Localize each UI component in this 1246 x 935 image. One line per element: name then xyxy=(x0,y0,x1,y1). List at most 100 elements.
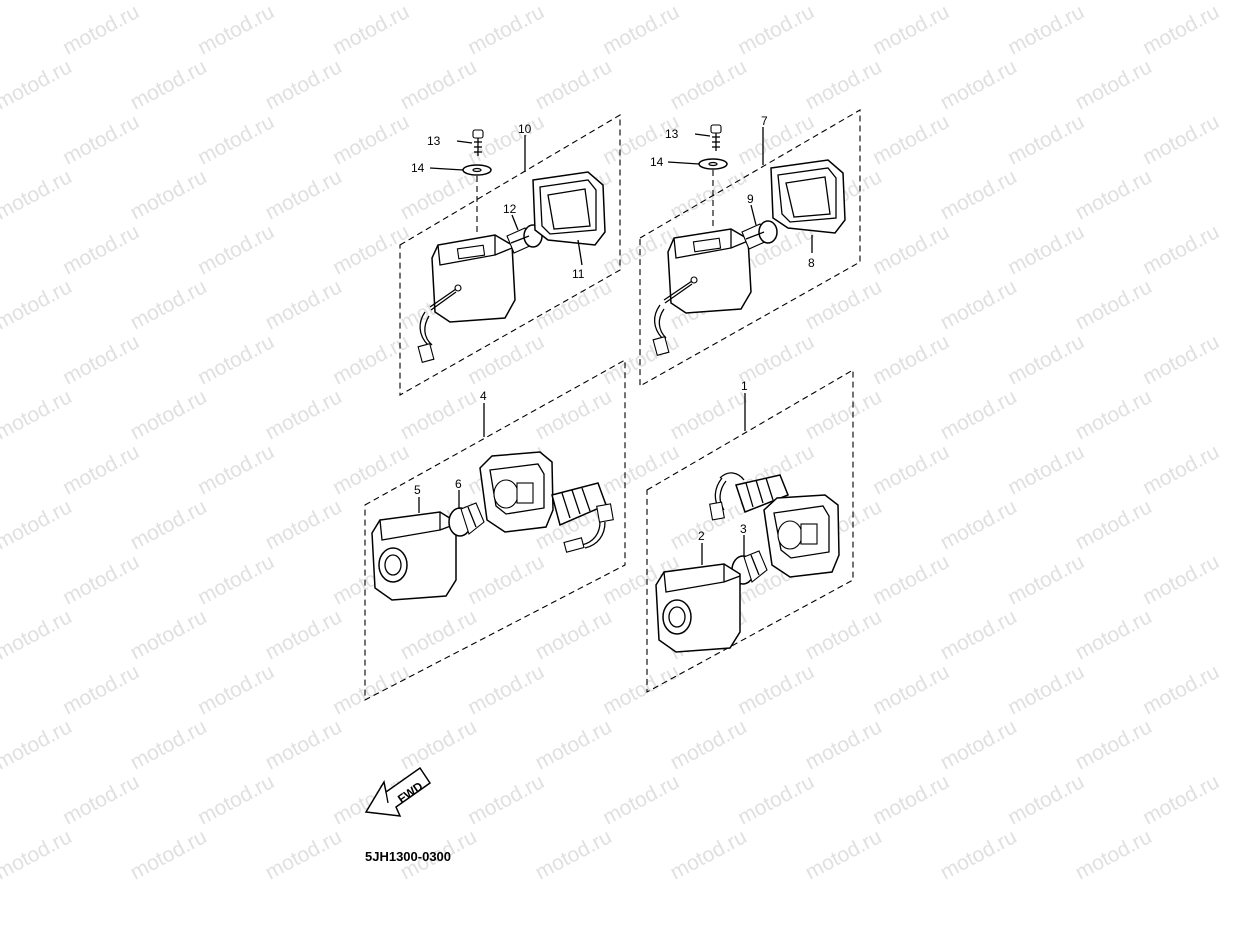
watermark-text: motod.ru xyxy=(599,770,683,829)
watermark-text: motod.ru xyxy=(127,275,211,334)
watermark-text: motod.ru xyxy=(532,825,616,884)
watermark-text: motod.ru xyxy=(127,825,211,884)
watermark-text: motod.ru xyxy=(1004,330,1088,389)
bulb-6 xyxy=(448,502,485,537)
watermark-text: motod.ru xyxy=(127,385,211,444)
watermark-text: motod.ru xyxy=(1072,385,1156,444)
callout-8: 8 xyxy=(808,256,815,270)
watermark-text: motod.ru xyxy=(1139,220,1223,279)
watermark-text: motod.ru xyxy=(329,220,413,279)
watermark-text: motod.ru xyxy=(734,660,818,719)
watermark-text: motod.ru xyxy=(599,440,683,499)
callout-1: 1 xyxy=(741,379,748,393)
watermark-text: motod.ru xyxy=(59,110,143,169)
watermark-text: motod.ru xyxy=(0,0,76,4)
watermark-text: motod.ru xyxy=(667,825,751,884)
watermark-text: motod.ru xyxy=(0,275,76,334)
assembly-10-boundary xyxy=(399,114,621,396)
watermark-text: motod.ru xyxy=(0,385,76,444)
callout-14-left: 14 xyxy=(411,161,425,175)
callout-14-right: 14 xyxy=(650,155,664,169)
assembly-1-group: 1 2 3 xyxy=(646,369,854,693)
bulb-9 xyxy=(741,220,778,250)
watermark-text: motod.ru xyxy=(262,715,346,774)
bolt-13 xyxy=(472,129,484,156)
callout-group-7: 13 14 7 9 8 xyxy=(650,114,815,270)
callout-group-10: 13 14 10 12 11 xyxy=(411,122,585,281)
watermark-text: motod.ru xyxy=(127,165,211,224)
watermark-text: motod.ru xyxy=(329,0,413,59)
watermark-text: motod.ru xyxy=(937,715,1021,774)
callout-4: 4 xyxy=(480,389,487,403)
assembly-4-group: 4 5 6 xyxy=(364,359,626,701)
watermark-text: motod.ru xyxy=(802,0,886,4)
watermark-text: motod.ru xyxy=(869,220,953,279)
watermark-text: motod.ru xyxy=(869,660,953,719)
watermark-text: motod.ru xyxy=(0,55,76,114)
watermark-text: motod.ru xyxy=(802,385,886,444)
watermark-text: motod.ru xyxy=(937,825,1021,884)
watermark-text: motod.ru xyxy=(59,550,143,609)
lens-2 xyxy=(655,563,741,653)
assembly-1-boundary xyxy=(646,369,854,693)
watermark-text: motod.ru xyxy=(464,770,548,829)
watermark-text: motod.ru xyxy=(1004,110,1088,169)
watermark-text: motod.ru xyxy=(1004,770,1088,829)
watermark-text: motod.ru xyxy=(397,605,481,664)
watermark-text: motod.ru xyxy=(194,550,278,609)
bolt-13 xyxy=(710,124,722,151)
watermark-text: motod.ru xyxy=(397,385,481,444)
watermark-text: motod.ru xyxy=(0,715,76,774)
watermark-text: motod.ru xyxy=(599,0,683,59)
watermark-text: motod.ru xyxy=(667,495,751,554)
washer-14 xyxy=(462,164,492,176)
watermark-text: motod.ru xyxy=(532,275,616,334)
watermark-text: motod.ru xyxy=(869,770,953,829)
lens-5 xyxy=(371,511,457,601)
callout-13-right: 13 xyxy=(665,127,679,141)
watermark-text: motod.ru xyxy=(869,550,953,609)
watermark-text: motod.ru xyxy=(194,440,278,499)
turn-signal-body xyxy=(431,234,516,323)
watermark-text: motod.ru xyxy=(1072,165,1156,224)
watermark-text: motod.ru xyxy=(1139,440,1223,499)
callout-9: 9 xyxy=(747,192,754,206)
watermark-text: motod.ru xyxy=(262,55,346,114)
watermark-text: motod.ru xyxy=(532,385,616,444)
watermark-text: motod.ru xyxy=(802,715,886,774)
callout-10: 10 xyxy=(518,122,532,136)
watermark-text: motod.ru xyxy=(194,220,278,279)
watermark-text: motod.ru xyxy=(194,330,278,389)
callout-11: 11 xyxy=(572,267,585,281)
watermark-text: motod.ru xyxy=(1139,770,1223,829)
watermark-text: motod.ru xyxy=(329,330,413,389)
lens-11 xyxy=(532,171,606,246)
watermark-text: motod.ru xyxy=(937,495,1021,554)
watermark-text: motod.ru xyxy=(397,0,481,4)
watermark-text: motod.ru xyxy=(329,110,413,169)
watermark-text: motod.ru xyxy=(937,605,1021,664)
watermark-text: motod.ru xyxy=(1072,55,1156,114)
watermark-text: motod.ru xyxy=(59,770,143,829)
watermark-text: motod.ru xyxy=(262,385,346,444)
callout-7: 7 xyxy=(761,114,768,128)
watermark-text: motod.ru xyxy=(1072,275,1156,334)
watermark-text: motod.ru xyxy=(127,715,211,774)
watermark-text: motod.ru xyxy=(599,660,683,719)
watermark-text: motod.ru xyxy=(59,220,143,279)
watermark-text: motod.ru xyxy=(464,550,548,609)
watermark-text: motod.ru xyxy=(464,660,548,719)
watermark-text: motod.ru xyxy=(734,110,818,169)
watermark-text: motod.ru xyxy=(127,495,211,554)
callout-3: 3 xyxy=(740,522,747,536)
stalk-and-wire xyxy=(551,482,614,553)
watermark-text: motod.ru xyxy=(464,330,548,389)
watermark-text: motod.ru xyxy=(464,0,548,59)
watermark-text: motod.ru xyxy=(127,55,211,114)
washer-14 xyxy=(698,158,728,170)
watermark-text: motod.ru xyxy=(869,440,953,499)
watermark-text: motod.ru xyxy=(802,275,886,334)
watermark-text: motod.ru xyxy=(59,0,143,59)
watermark-text: motod.ru xyxy=(59,440,143,499)
